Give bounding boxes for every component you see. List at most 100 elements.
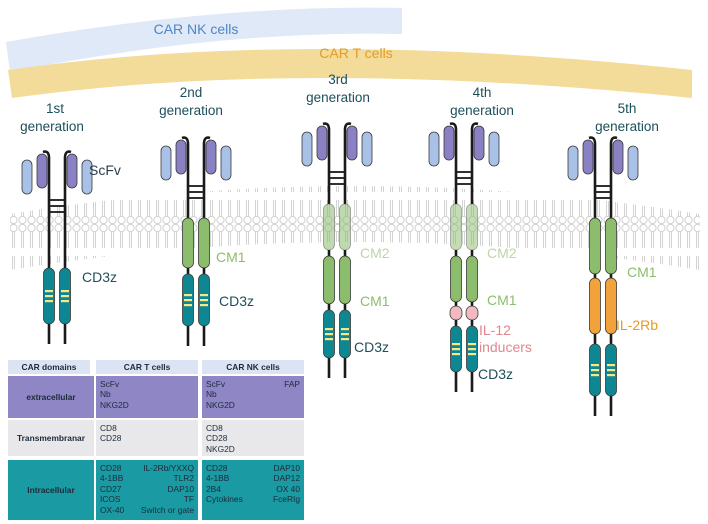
scfv-light-chain-left xyxy=(301,131,313,167)
cm1-label-gen4: CM1 xyxy=(487,292,517,308)
cd3z-itam-stripe xyxy=(591,364,599,367)
cm1-label-gen2: CM1 xyxy=(216,249,246,265)
cd3z-itam-stripe xyxy=(61,300,69,303)
cm1-domain-right xyxy=(339,255,351,305)
scfv-linker xyxy=(322,122,352,166)
cd3z-itam-stripe xyxy=(607,364,615,367)
gen4-line2: generation xyxy=(450,103,514,118)
entry-left: 2B4 xyxy=(206,483,221,494)
entry-left: ICOS xyxy=(100,494,121,505)
entry-right: IL-2Rb/YXXQ xyxy=(143,463,194,473)
entry-left: Nb xyxy=(206,389,217,400)
il12-inducer-left xyxy=(449,305,463,321)
car-t-banner-label: CAR T cells xyxy=(319,45,392,61)
cd3z-itam-stripe xyxy=(325,338,333,341)
cd3z-itam-stripe xyxy=(45,290,53,293)
scfv-heavy-chain-left xyxy=(443,125,455,161)
table-entry: CD8 xyxy=(100,423,194,433)
table-entry: Cytokines FceRIg xyxy=(206,494,300,504)
cm2-label-gen4: CM2 xyxy=(487,245,517,261)
scfv-light-chain-right xyxy=(81,159,93,195)
entry-left: CD8 xyxy=(206,423,223,433)
table-entry: NKG2D xyxy=(206,444,300,454)
scfv-light-chain-left xyxy=(428,131,440,167)
gen5-line1: 5th xyxy=(618,101,637,116)
cd3z-itam-stripe xyxy=(200,304,208,307)
entry-left: 4-1BB xyxy=(206,473,230,484)
entry-right: FceRIg xyxy=(273,494,300,505)
cm2-domain-left xyxy=(450,203,462,251)
car-t-banner xyxy=(8,49,692,98)
car-gen4-receptor xyxy=(428,122,500,392)
gen3-line2: generation xyxy=(306,90,370,105)
cd3z-itam-stripe xyxy=(468,348,476,351)
table-entry: CD27 DAP10 xyxy=(100,484,194,494)
entry-right: OX 40 xyxy=(276,483,300,494)
cm1-domain-left xyxy=(450,255,462,303)
row-label-transmembranar: Transmembranar xyxy=(8,420,94,456)
scfv-heavy-chain-right xyxy=(473,125,485,161)
scfv-heavy-chain-left xyxy=(36,153,48,189)
car-nk-banner xyxy=(6,7,402,72)
scfv-linker xyxy=(181,136,211,180)
cd3z-itam-stripe xyxy=(591,374,599,377)
entry-right: DAP10 xyxy=(167,483,194,494)
cd3z-itam-stripe xyxy=(591,369,599,372)
scfv-light-chain-right xyxy=(220,145,232,181)
scfv-heavy-chain-left xyxy=(316,125,328,161)
il2rb-domain-right xyxy=(605,277,617,335)
car-gen1-receptor xyxy=(21,150,93,344)
cd3z-itam-stripe xyxy=(184,299,192,302)
entry-left: Nb xyxy=(100,389,111,400)
scfv-light-chain-right xyxy=(627,145,639,181)
entry-left: CD28 xyxy=(100,433,122,444)
cd3z-itam-stripe xyxy=(607,374,615,377)
gen1-line1: 1st xyxy=(46,101,64,116)
table-entry: CD28 xyxy=(206,433,300,443)
gen2-line1: 2nd xyxy=(180,85,203,100)
il2rb-domain-left xyxy=(589,277,601,335)
entry-left: OX-40 xyxy=(100,504,125,515)
cd3z-itam-stripe xyxy=(341,328,349,331)
cd3z-itam-stripe xyxy=(452,353,460,356)
il2rb-label: IL-2Rb xyxy=(616,317,658,333)
entry-left: 4-1BB xyxy=(100,473,124,484)
cm2-domain-right xyxy=(466,203,478,251)
entry-left: CD27 xyxy=(100,483,122,494)
gen4-line1: 4th xyxy=(473,85,492,100)
scfv-light-chain-right xyxy=(488,131,500,167)
entry-right: DAP12 xyxy=(273,473,300,484)
gen3-line1: 3rd xyxy=(328,72,348,87)
cd3z-itam-stripe xyxy=(341,333,349,336)
generation-titles: 1st generation 2nd generation 3rd genera… xyxy=(20,72,659,134)
cd3z-label-gen4: CD3z xyxy=(478,366,513,382)
car-domains-table: CAR domains CAR T cells CAR NK cells ext… xyxy=(8,360,304,522)
cm1-domain-left xyxy=(323,255,335,305)
scfv-heavy-chain-right xyxy=(66,153,78,189)
entry-left: Cytokines xyxy=(206,494,243,505)
cd3z-itam-stripe xyxy=(45,295,53,298)
cm1-domain-right xyxy=(605,217,617,275)
entry-left: NKG2D xyxy=(206,443,235,454)
cd3z-itam-stripe xyxy=(468,343,476,346)
cd3z-itam-stripe xyxy=(325,333,333,336)
cm2-domain-left xyxy=(323,203,335,251)
cm1-domain-left xyxy=(589,217,601,275)
table-entry: 2B4 OX 40 xyxy=(206,484,300,494)
scfv-light-chain-left xyxy=(21,159,33,195)
row-label-intracellular: Intracellular xyxy=(8,460,94,520)
cell-membrane xyxy=(10,186,700,270)
cd3z-itam-stripe xyxy=(325,328,333,331)
cd3z-itam-stripe xyxy=(200,294,208,297)
table-entry: Nb xyxy=(100,389,194,399)
entry-left: CD28 xyxy=(206,433,228,444)
